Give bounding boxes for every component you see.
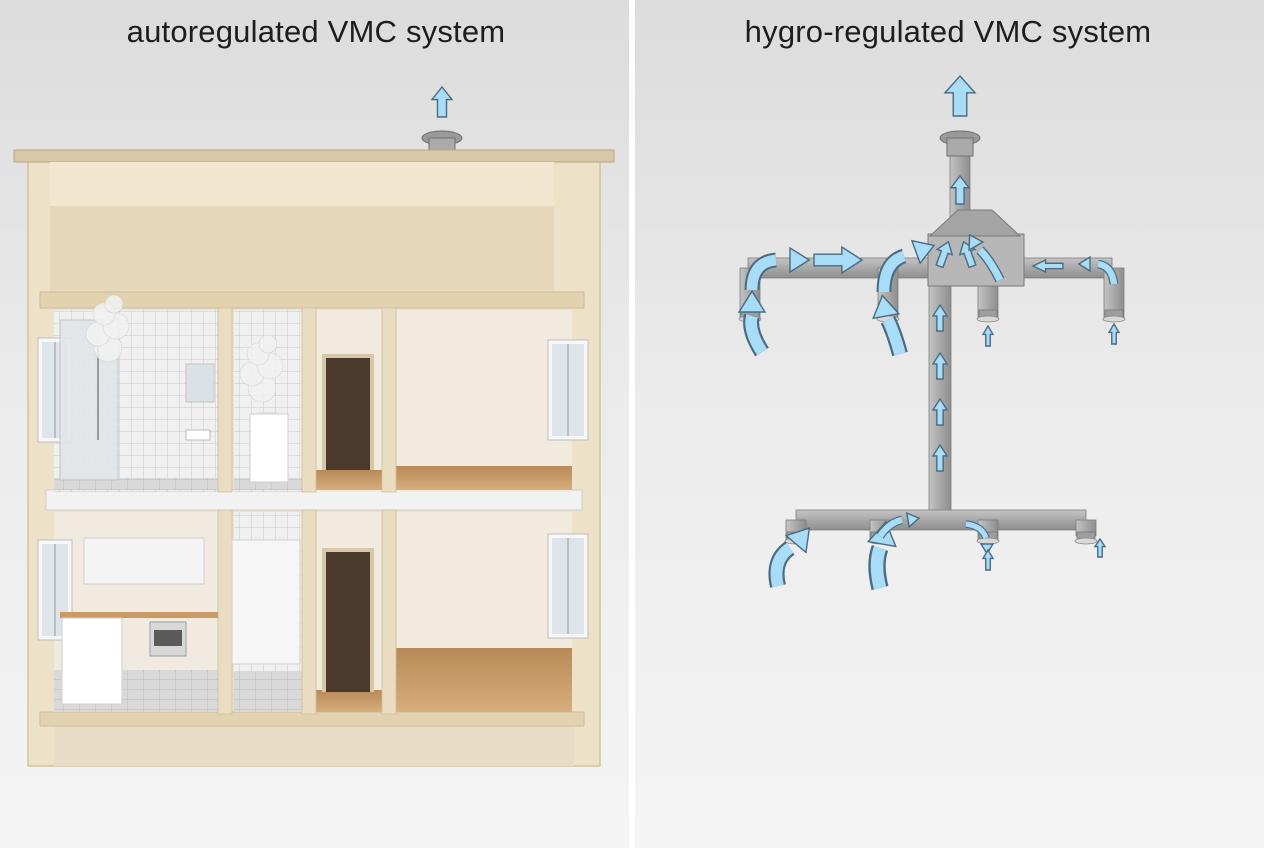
- arrow-head: [968, 233, 985, 252]
- steam-puff: [104, 294, 124, 314]
- title-hygroregulated: hygro-regulated VMC system: [744, 14, 1152, 49]
- arrow-body: [877, 516, 903, 538]
- small-intake-arrow-icon: [981, 548, 995, 571]
- extract-unit-hood: [928, 209, 1022, 237]
- shower-intake-arrow-icon: [737, 289, 769, 357]
- vent-grille: [1102, 315, 1126, 323]
- small-intake-arrow-icon: [1107, 322, 1121, 345]
- small-intake-arrow-icon: [1093, 537, 1107, 558]
- ground-hallway-floor: [316, 690, 382, 712]
- oven-window: [154, 630, 182, 646]
- door-opening: [326, 358, 370, 470]
- partition-wall: [217, 307, 233, 493]
- roof-vent-cap-icon: [939, 130, 981, 157]
- roof-slab: [13, 149, 615, 163]
- vent-grille: [976, 537, 1000, 545]
- ground-hall-door: [322, 548, 374, 692]
- shower-steam-icon: [85, 294, 130, 363]
- partition-wall: [381, 307, 397, 493]
- bedroom-curved-arrow-icon: [1077, 255, 1119, 285]
- upper-cabinets: [83, 537, 205, 585]
- arrow-head: [784, 527, 811, 554]
- small-intake-arrow-icon: [981, 324, 995, 347]
- arrow-body: [746, 254, 777, 291]
- kitchen-stove-unit: [249, 413, 289, 483]
- hallway-floor: [316, 470, 382, 490]
- riser-arrow-up-icon: [931, 443, 949, 472]
- door-opening: [326, 552, 370, 692]
- upper-floor-slab: [45, 489, 583, 511]
- foundation: [54, 722, 574, 766]
- steam-puff: [258, 334, 278, 354]
- cap-body: [946, 137, 974, 157]
- fridge-column: [231, 539, 301, 665]
- arrow-head: [979, 543, 995, 555]
- unit-inlet-arrow-icon: [935, 240, 954, 269]
- ground-floor-duct: [795, 509, 1087, 531]
- partition-wall: [301, 509, 317, 715]
- washbasin: [185, 429, 211, 441]
- vertical-riser-duct: [928, 261, 952, 521]
- exhaust-arrow-icon: [943, 74, 977, 117]
- arrow-body: [965, 521, 989, 540]
- kitchen-intake-arrow-icon: [768, 527, 811, 588]
- arrow-head: [910, 239, 936, 265]
- riser-arrow-up-icon: [931, 303, 949, 332]
- arrow-head: [789, 246, 811, 274]
- upper-bedroom: [396, 310, 572, 492]
- kitchen-base-unit: [61, 617, 123, 705]
- kitchen-curved-arrow-icon: [876, 239, 936, 293]
- arrow-body: [1097, 260, 1118, 285]
- arrow-body: [977, 247, 1004, 282]
- arrow-head: [737, 289, 767, 313]
- arrow-body: [882, 317, 906, 356]
- house-hygroregulated: [13, 74, 1126, 767]
- panel-divider: [629, 0, 635, 848]
- arrow-body: [878, 250, 906, 293]
- arrow-head: [905, 511, 921, 529]
- partition-wall: [381, 509, 397, 715]
- right-upper-window: [547, 339, 589, 441]
- ground-toilet-floor: [234, 672, 302, 712]
- upper-hall-door: [322, 354, 374, 470]
- partition-wall: [301, 307, 317, 493]
- duct-curved-arrow-icon: [965, 520, 995, 555]
- countertop: [60, 612, 218, 618]
- ground-extract-vent-icon: [1074, 531, 1098, 545]
- arrow-head: [1077, 255, 1091, 273]
- exhaust-arrow-icon: [430, 85, 454, 118]
- vent-grille: [1074, 537, 1098, 545]
- duct-arrow-up-icon: [949, 174, 971, 205]
- bathroom-mirror: [185, 363, 215, 403]
- duct-arrow-right-icon: [813, 245, 864, 275]
- right-lower-window: [547, 533, 589, 639]
- arrow-head: [872, 294, 901, 320]
- living-floor: [396, 648, 572, 712]
- partition-wall: [217, 509, 233, 715]
- riser-arrow-up-icon: [931, 397, 949, 426]
- upper-extract-vent-icon: [1102, 309, 1126, 323]
- upper-extract-vent-icon: [976, 309, 1000, 323]
- cooking-intake-arrow-icon: [872, 294, 908, 357]
- duct-arrow-left-icon: [1031, 258, 1064, 274]
- arrow-body: [770, 543, 794, 588]
- vent-grille: [976, 315, 1000, 323]
- arrow-body: [745, 314, 767, 356]
- attic-interior: [50, 206, 554, 294]
- title-autoregulated: autoregulated VMC system: [126, 14, 506, 49]
- cooking-steam-icon: [239, 334, 284, 403]
- bathroom-curved-arrow-icon: [744, 246, 811, 291]
- duct-curved-arrow-icon: [876, 511, 921, 539]
- hall-curved-arrow-icon: [968, 233, 1005, 283]
- arrow-body: [870, 545, 887, 590]
- riser-arrow-up-icon: [931, 351, 949, 380]
- bathroom-floor: [54, 478, 218, 490]
- bedroom-floor: [396, 466, 572, 490]
- attic-ceiling: [50, 162, 554, 206]
